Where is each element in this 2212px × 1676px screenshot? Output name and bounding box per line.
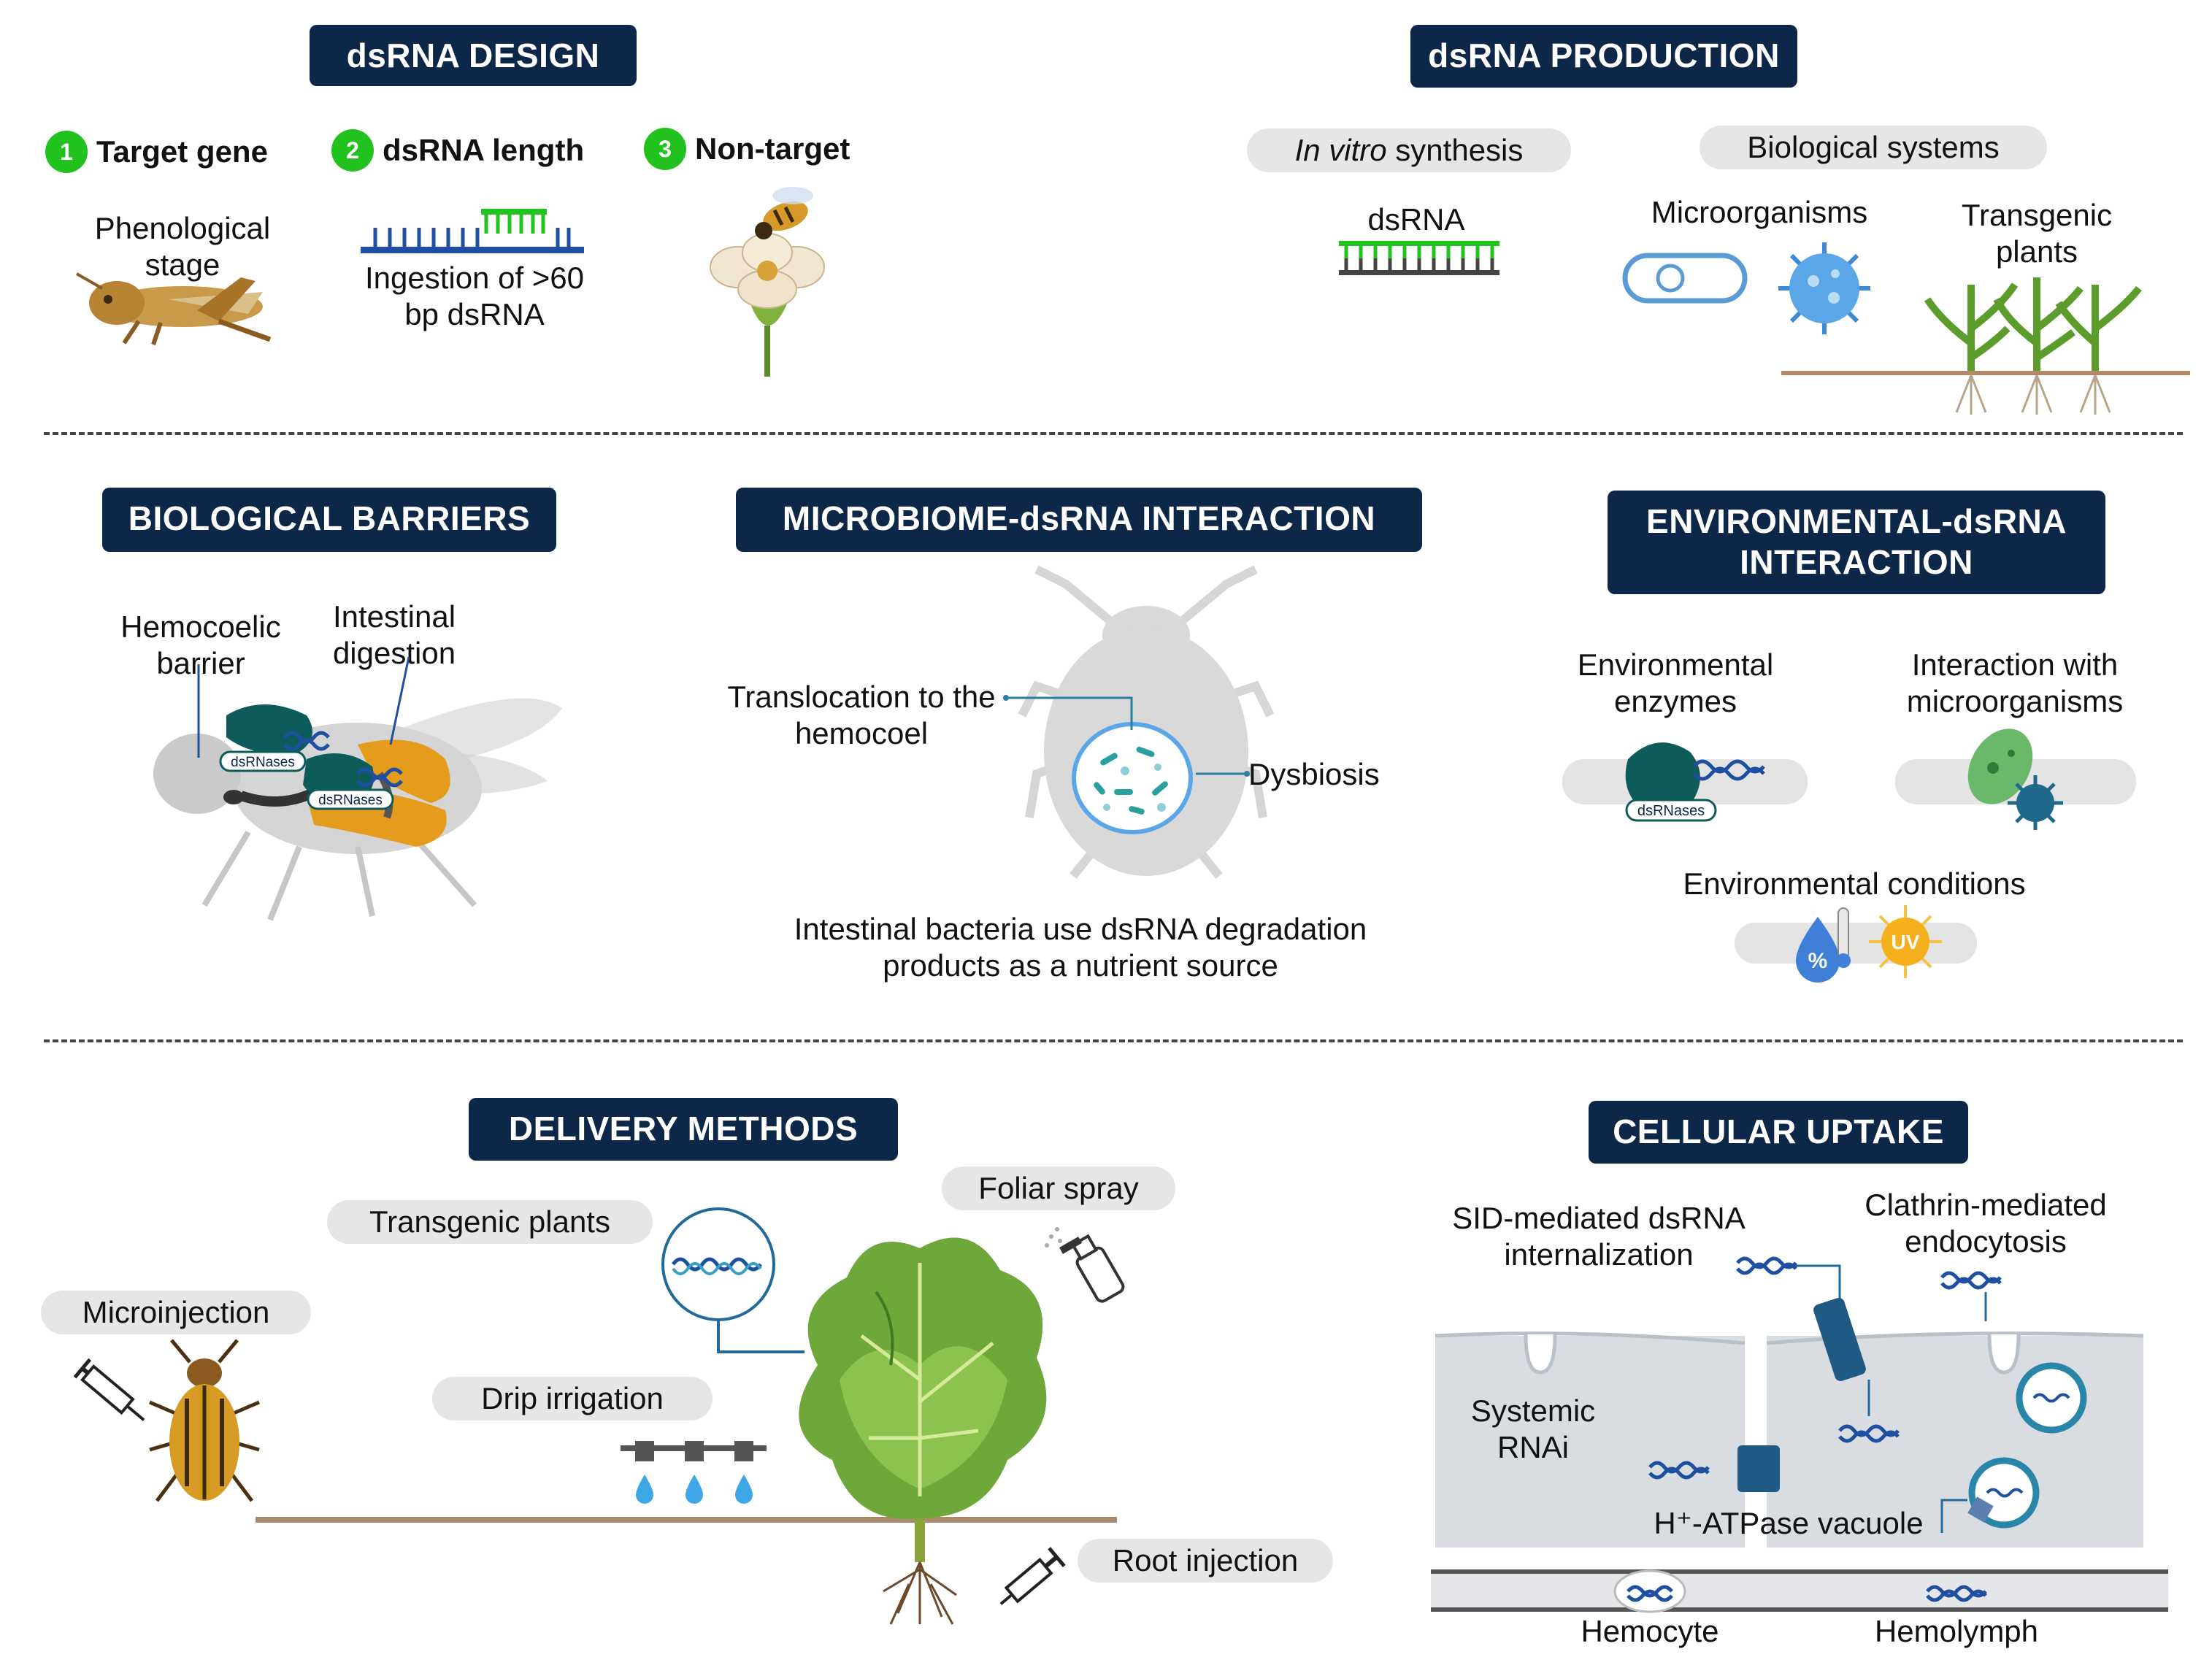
section-divider [44, 1039, 2183, 1042]
nutrient-source-label: Intestinal bacteria use dsRNA degradatio… [794, 912, 1367, 983]
step-dsrna-length: 2 dsRNA length [331, 128, 584, 172]
microinjection-pill: Microinjection [41, 1291, 311, 1334]
in-vitro-rest: synthesis [1386, 133, 1524, 167]
microbiome-header: MICROBIOME-dsRNA INTERACTION [736, 488, 1422, 552]
environmental-enzymes-label: Environmental enzymes [1577, 647, 1774, 718]
step-label: Non-target [695, 131, 850, 166]
virus-icon [1778, 242, 1870, 334]
dsrna-length-detail: Ingestion of >60 bp dsRNA [364, 261, 585, 331]
dsrna-label: dsRNA [1367, 202, 1465, 237]
step-label: Target gene [96, 134, 268, 169]
bacterium-icon [1622, 253, 1748, 304]
in-vitro-pill: In vitro synthesis [1247, 128, 1571, 172]
phenological-stage-label: Phenological stage [94, 211, 271, 282]
root-injection-pill: Root injection [1078, 1539, 1333, 1583]
humidity-uv-icon: % UV [1796, 905, 1942, 983]
design-header: dsRNA DESIGN [310, 25, 637, 86]
interaction-microorganisms-label: Interaction with microorganisms [1906, 647, 2124, 718]
drip-emitters-icon [621, 1441, 767, 1504]
microorganisms-label: Microorganisms [1651, 195, 1868, 229]
corn-plants-icon [1781, 277, 2190, 415]
root-syringe-icon [999, 1547, 1066, 1605]
transgenic-plants-label: Transgenic plants [1961, 198, 2113, 269]
step-label: dsRNA length [383, 133, 585, 167]
step-number: 3 [644, 128, 686, 170]
systemic-rnai-label: Systemic RNAi [1470, 1394, 1596, 1464]
in-vitro-italic: In vitro [1294, 133, 1387, 167]
atpase-vacuole-label: H⁺-ATPase vacuole [1654, 1506, 1924, 1540]
hemocyte-label: Hemocyte [1581, 1614, 1719, 1648]
dsrna-length-icon [361, 209, 584, 253]
section-divider [44, 432, 2183, 435]
production-header: dsRNA PRODUCTION [1410, 25, 1797, 88]
translocation-label: Translocation to the hemocoel [727, 680, 996, 750]
spray-bottle-icon [1045, 1227, 1125, 1303]
delivery-header: DELIVERY METHODS [469, 1098, 898, 1161]
uv-label: UV [1892, 931, 1920, 953]
dsrna-strand-icon [1339, 241, 1499, 275]
environmental-conditions-label: Environmental conditions [1683, 866, 2026, 901]
microbes-icon [1967, 729, 2063, 830]
dsrnases-tag: dsRNases [1637, 803, 1705, 819]
dsrnases-tag: dsRNases [231, 755, 295, 770]
clathrin-endocytosis-label: Clathrin-mediated endocytosis [1865, 1188, 2107, 1258]
sid-internalization-label: SID-mediated dsRNA internalization [1452, 1201, 1746, 1272]
dsrnases-tag: dsRNases [318, 793, 383, 808]
soil-line [256, 1517, 1117, 1523]
bee-flower-icon [710, 187, 825, 377]
dsrna-magnifier-icon [661, 1207, 804, 1353]
barriers-header: BIOLOGICAL BARRIERS [102, 488, 556, 552]
step-target-gene: 1 Target gene [45, 130, 268, 174]
cellular-uptake-diagram [1431, 1256, 2168, 1613]
environment-header: ENVIRONMENTAL-dsRNA INTERACTION [1608, 491, 2105, 594]
percent-symbol: % [1808, 949, 1828, 973]
hemocoelic-barrier-label: Hemocoelic barrier [120, 610, 281, 680]
lettuce-icon [799, 1237, 1047, 1625]
step-non-target: 3 Non-target [644, 127, 850, 171]
dsrnase-enzyme-icon: dsRNases [1625, 742, 1765, 822]
fly-illustration: dsRNases dsRNases [153, 656, 562, 921]
hemolymph-label: Hemolymph [1874, 1614, 2039, 1648]
uptake-header: CELLULAR UPTAKE [1589, 1101, 1968, 1164]
transgenic-plants-pill: Transgenic plants [327, 1200, 653, 1244]
intestinal-digestion-label: Intestinal digestion [332, 599, 456, 670]
syringe-icon [73, 1358, 145, 1421]
biological-systems-pill: Biological systems [1700, 126, 2047, 169]
foliar-spray-pill: Foliar spray [942, 1166, 1175, 1210]
step-number: 2 [331, 129, 374, 172]
step-number: 1 [45, 131, 88, 173]
arrow-lines [1003, 695, 1250, 777]
drip-irrigation-pill: Drip irrigation [432, 1377, 713, 1421]
beetle-icon [149, 1339, 260, 1502]
grasshopper-icon [76, 272, 272, 345]
dysbiosis-label: Dysbiosis [1248, 757, 1380, 791]
